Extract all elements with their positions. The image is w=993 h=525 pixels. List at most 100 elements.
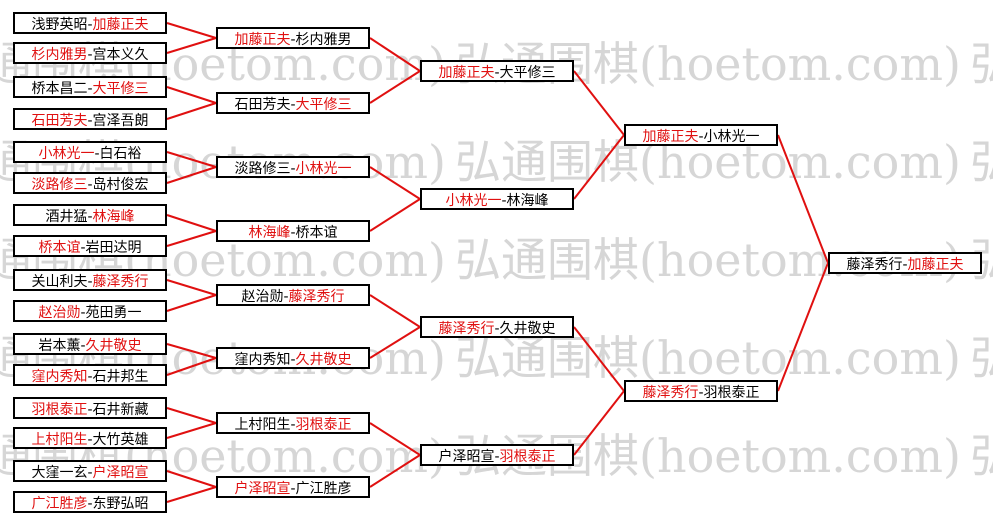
match-separator: - bbox=[87, 113, 93, 129]
match-separator: - bbox=[494, 65, 500, 81]
player-a: 户泽昭宣 bbox=[438, 449, 495, 465]
player-b: 羽根泰正 bbox=[295, 417, 352, 433]
round1-match-box: 上村阳生-大竹英雄 bbox=[13, 427, 167, 449]
connector-line bbox=[573, 134, 625, 200]
player-a: 桥本昌二 bbox=[31, 81, 88, 97]
round1-match-box: 酒井猛-林海峰 bbox=[13, 204, 167, 226]
player-a: 小林光一 bbox=[38, 146, 95, 162]
round1-match-box: 淡路修三-岛村俊宏 bbox=[13, 172, 167, 194]
player-a: 藤泽秀行 bbox=[642, 385, 699, 401]
connector-line bbox=[369, 70, 421, 104]
round4-match-box: 加藤正夫-小林光一 bbox=[624, 124, 778, 146]
player-a: 浅野英昭 bbox=[31, 17, 88, 33]
match-separator: - bbox=[87, 177, 93, 193]
round1-match-box: 桥本昌二-大平修三 bbox=[13, 76, 167, 98]
round3-match-box: 藤泽秀行-久井敬史 bbox=[420, 316, 574, 338]
connector-line bbox=[166, 166, 217, 184]
player-b: 岛村俊宏 bbox=[92, 177, 149, 193]
match-separator: - bbox=[87, 496, 93, 512]
player-b: 白石裕 bbox=[99, 146, 142, 162]
player-a: 赵治勋 bbox=[38, 305, 81, 321]
player-a: 窪内秀知 bbox=[31, 369, 88, 385]
match-separator: - bbox=[87, 274, 93, 290]
player-a: 广江胜彦 bbox=[31, 496, 88, 512]
round1-match-box: 广江胜彦-东野弘昭 bbox=[13, 491, 167, 513]
player-b: 林海峰 bbox=[92, 209, 135, 225]
match-separator: - bbox=[87, 47, 93, 63]
player-a: 赵治勋 bbox=[241, 289, 284, 305]
player-b: 藤泽秀行 bbox=[288, 289, 345, 305]
connector-line bbox=[166, 151, 217, 168]
match-separator: - bbox=[283, 289, 289, 305]
connector-line bbox=[166, 294, 217, 312]
match-separator: - bbox=[290, 32, 296, 48]
player-a: 上村阳生 bbox=[234, 417, 291, 433]
player-a: 窪内秀知 bbox=[234, 352, 291, 368]
connector-line bbox=[166, 486, 217, 503]
round1-match-box: 关山利夫-藤泽秀行 bbox=[13, 269, 167, 291]
player-b: 宫本义久 bbox=[92, 47, 149, 63]
connector-line bbox=[369, 198, 421, 232]
round3-match-box: 小林光一-林海峰 bbox=[420, 188, 574, 210]
round1-match-box: 大窪一玄-户泽昭宣 bbox=[13, 460, 167, 482]
connector-line bbox=[777, 134, 829, 264]
connector-line bbox=[166, 230, 217, 247]
player-a: 上村阳生 bbox=[31, 432, 88, 448]
match-separator: - bbox=[290, 225, 296, 241]
connector-line bbox=[369, 37, 421, 72]
match-separator: - bbox=[501, 193, 507, 209]
player-a: 羽根泰正 bbox=[31, 402, 88, 418]
player-a: 淡路修三 bbox=[234, 161, 291, 177]
player-b: 石井新藏 bbox=[92, 402, 149, 418]
round2-match-box: 上村阳生-羽根泰正 bbox=[216, 412, 370, 434]
player-a: 户泽昭宣 bbox=[234, 481, 291, 497]
player-a: 加藤正夫 bbox=[438, 65, 495, 81]
match-separator: - bbox=[80, 305, 86, 321]
connector-line bbox=[166, 470, 217, 488]
player-a: 酒井猛 bbox=[45, 209, 88, 225]
match-separator: - bbox=[87, 17, 93, 33]
connector-line bbox=[166, 102, 217, 120]
match-separator: - bbox=[902, 257, 908, 273]
round2-match-box: 窪内秀知-久井敬史 bbox=[216, 347, 370, 369]
round2-match-box: 户泽昭宣-广江胜彦 bbox=[216, 476, 370, 498]
player-a: 藤泽秀行 bbox=[846, 257, 903, 273]
player-b: 林海峰 bbox=[506, 193, 549, 209]
match-separator: - bbox=[80, 240, 86, 256]
match-separator: - bbox=[290, 161, 296, 177]
round2-match-box: 赵治勋-藤泽秀行 bbox=[216, 284, 370, 306]
match-separator: - bbox=[698, 129, 704, 145]
watermark-text: 弘通围棋(hoetom.com) bbox=[970, 135, 993, 189]
match-separator: - bbox=[290, 481, 296, 497]
connector-line bbox=[777, 262, 829, 392]
round2-match-box: 林海峰-桥本谊 bbox=[216, 220, 370, 242]
player-a: 加藤正夫 bbox=[234, 32, 291, 48]
connector-line bbox=[369, 422, 421, 456]
player-a: 加藤正夫 bbox=[642, 129, 699, 145]
player-b: 久井敬史 bbox=[499, 321, 556, 337]
connector-line bbox=[166, 279, 217, 296]
connector-line bbox=[166, 37, 217, 54]
connector-line bbox=[166, 22, 217, 39]
player-a: 小林光一 bbox=[445, 193, 502, 209]
match-separator: - bbox=[698, 385, 704, 401]
connector-line bbox=[166, 214, 217, 232]
player-b: 苑田勇一 bbox=[85, 305, 142, 321]
connector-line bbox=[166, 343, 217, 359]
connector-line bbox=[166, 357, 217, 376]
round2-match-box: 加藤正夫-杉内雅男 bbox=[216, 27, 370, 49]
match-separator: - bbox=[494, 321, 500, 337]
connector-line bbox=[166, 422, 217, 439]
round1-match-box: 石田芳夫-宫泽吾朗 bbox=[13, 108, 167, 130]
round1-match-box: 浅野英昭-加藤正夫 bbox=[13, 12, 167, 34]
player-b: 大竹英雄 bbox=[92, 432, 149, 448]
round2-match-box: 石田芳夫-大平修三 bbox=[216, 92, 370, 114]
match-separator: - bbox=[94, 146, 100, 162]
connector-line bbox=[573, 70, 625, 136]
player-b: 大平修三 bbox=[499, 65, 556, 81]
player-b: 久井敬史 bbox=[85, 338, 142, 354]
final-match-box: 藤泽秀行-加藤正夫 bbox=[828, 252, 982, 274]
player-a: 大窪一玄 bbox=[31, 465, 88, 481]
player-a: 淡路修三 bbox=[31, 177, 88, 193]
